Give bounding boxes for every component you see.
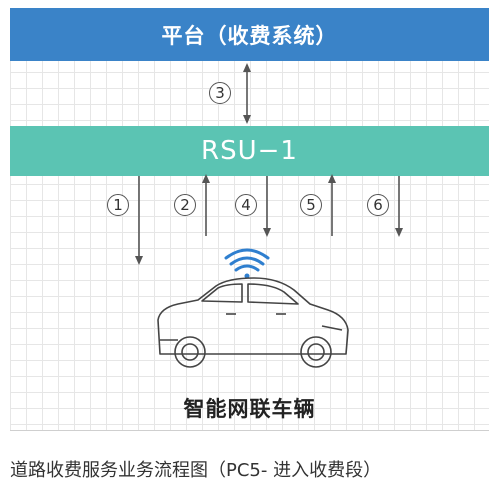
arrow-step-1-head [135,256,143,265]
arrow-step-4-head [263,228,271,237]
flow-arrows [135,63,403,368]
arrow-step-6-head [395,228,403,237]
step-3-number: 3 [215,84,225,102]
step-4-number: 4 [241,196,251,214]
platform-bar: 平台（收费系统） [10,8,489,61]
arrow-step-3-head-up [243,63,251,72]
step-3-badge: 3 [209,82,231,104]
figure-caption: 道路收费服务业务流程图（PC5- 进入收费段） [10,460,382,481]
platform-label: 平台（收费系统） [161,23,338,48]
diagram-panel: 平台（收费系统） RSU−1 [10,8,489,431]
step-6-number: 6 [373,196,383,214]
rsu-bar: RSU−1 [10,126,489,176]
arrow-step-3-head-down [243,115,251,124]
step-4-badge: 4 [235,194,257,216]
rsu-label: RSU−1 [201,136,298,166]
step-5-badge: 5 [300,194,322,216]
step-2-number: 2 [180,196,190,214]
wifi-signal-icon [224,248,270,279]
step-6-badge: 6 [367,194,389,216]
step-1-badge: 1 [107,194,129,216]
step-2-badge: 2 [174,194,196,216]
vehicle-label: 智能网联车辆 [183,397,316,421]
step-1-number: 1 [113,196,123,214]
arrow-step-5-head [328,174,336,183]
arrow-step-2-head [202,174,210,183]
step-5-number: 5 [306,196,316,214]
car-icon [157,277,349,368]
